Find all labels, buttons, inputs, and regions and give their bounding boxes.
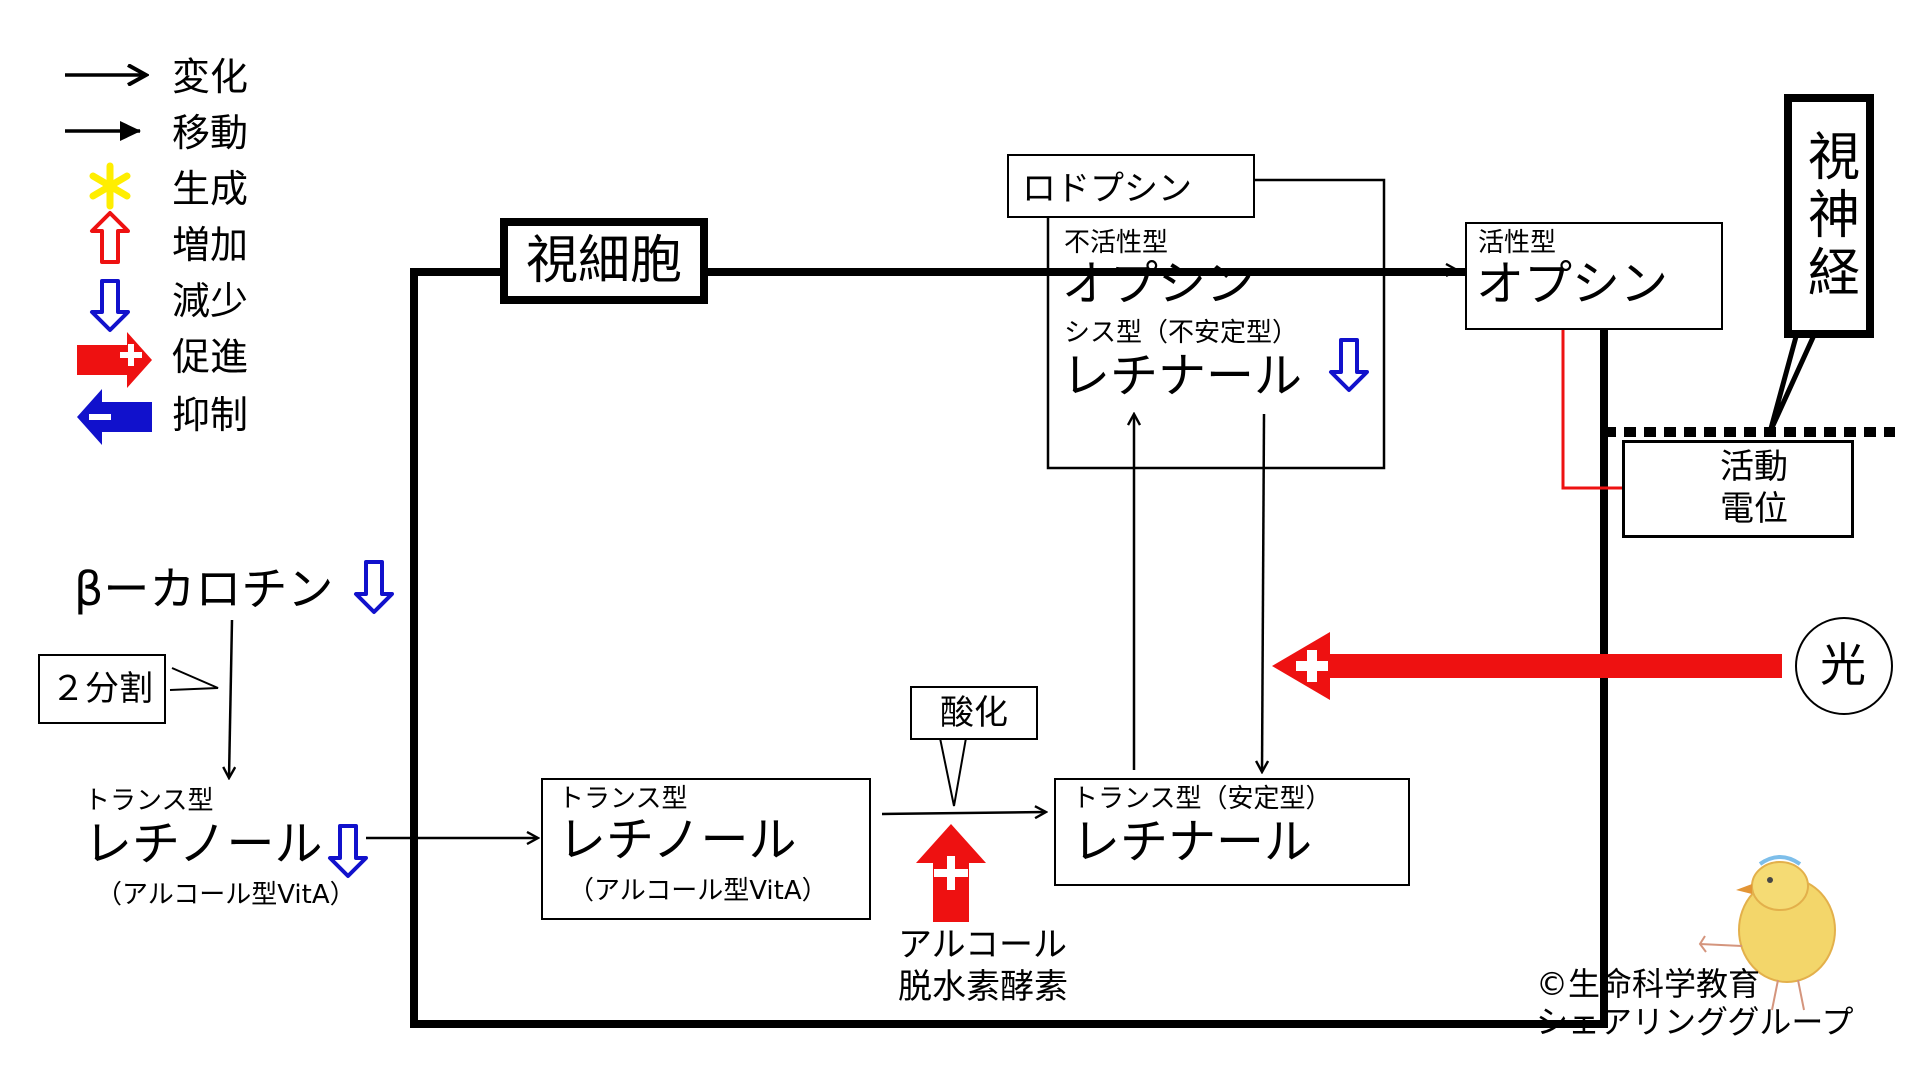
retinol-left-decrease-icon <box>328 824 368 878</box>
retinol-left-name: レチノール <box>84 816 323 872</box>
legend-generate-label: 生成 <box>172 167 249 211</box>
light-label: 光 <box>1820 638 1866 692</box>
legend-decrease-label: 減少 <box>172 279 249 323</box>
action-potential-line1: 活動 <box>1720 447 1788 487</box>
action-potential-line2: 電位 <box>1720 489 1788 529</box>
opsin-inactive-name: オプシン <box>1062 256 1255 312</box>
retinol-box-name: レチノール <box>558 812 797 868</box>
legend-inhibit-icon <box>77 389 152 445</box>
retinal-cis-decrease-icon <box>1329 338 1369 392</box>
split-label: ２分割 <box>51 669 153 709</box>
oxidation-arrow <box>881 812 1046 814</box>
retinal-cis-type: シス型（不安定型） <box>1064 318 1299 348</box>
rhodopsin-label: ロドプシン <box>1022 169 1192 209</box>
retinol-box-type: トランス型 <box>558 784 688 814</box>
legend-promote-icon <box>77 332 152 388</box>
legend-move-label: 移動 <box>172 111 249 155</box>
legend-inhibit-label: 抑制 <box>172 393 249 437</box>
copyright-line1: ©生命科学教育 <box>1536 965 1761 1003</box>
cis-to-trans-arrow <box>1262 413 1264 772</box>
enzyme-line2: 脱水素酵素 <box>898 967 1068 1007</box>
light-promote-arrow <box>1272 632 1782 700</box>
carotene-split-arrow <box>229 619 232 778</box>
enzyme-line1: アルコール <box>898 925 1067 965</box>
legend-generate-icon <box>89 162 131 210</box>
oxidation-label: 酸化 <box>940 693 1008 733</box>
oxidation-callout-tail <box>939 737 967 807</box>
opsin-inactive-type: 不活性型 <box>1064 228 1169 258</box>
retinol-left-note: （アルコール型VitA） <box>96 880 356 910</box>
legend-promote-label: 促進 <box>172 335 249 379</box>
retinal-trans-type: トランス型（安定型） <box>1072 784 1332 814</box>
legend-increase-icon <box>90 211 130 264</box>
cell-outline <box>410 268 1608 1028</box>
nerve-label: 視神経 <box>1798 129 1859 303</box>
legend-increase-label: 増加 <box>172 223 249 267</box>
carotene-decrease-icon <box>354 560 394 614</box>
nerve-callout-tail <box>1767 319 1823 435</box>
copyright-line2: シェアリンググループ <box>1536 1003 1854 1041</box>
retinol-left-type: トランス型 <box>84 786 214 816</box>
opsin-active-type: 活性型 <box>1478 228 1557 258</box>
retinal-trans-name: レチナール <box>1072 814 1313 870</box>
light-circle <box>1795 617 1893 715</box>
retinol-box-note: （アルコール型VitA） <box>568 876 828 906</box>
enzyme-promote-icon <box>916 824 986 922</box>
legend-decrease-icon <box>90 279 130 332</box>
cell-label: 視細胞 <box>525 231 682 291</box>
retinal-cis-name: レチナール <box>1062 348 1303 404</box>
legend-change-label: 変化 <box>172 55 249 99</box>
chick-doodle <box>1698 855 1836 1011</box>
carotene-name: βーカロチン <box>74 562 334 616</box>
split-callout-tail <box>169 667 219 691</box>
opsin-active-name: オプシン <box>1476 256 1669 312</box>
